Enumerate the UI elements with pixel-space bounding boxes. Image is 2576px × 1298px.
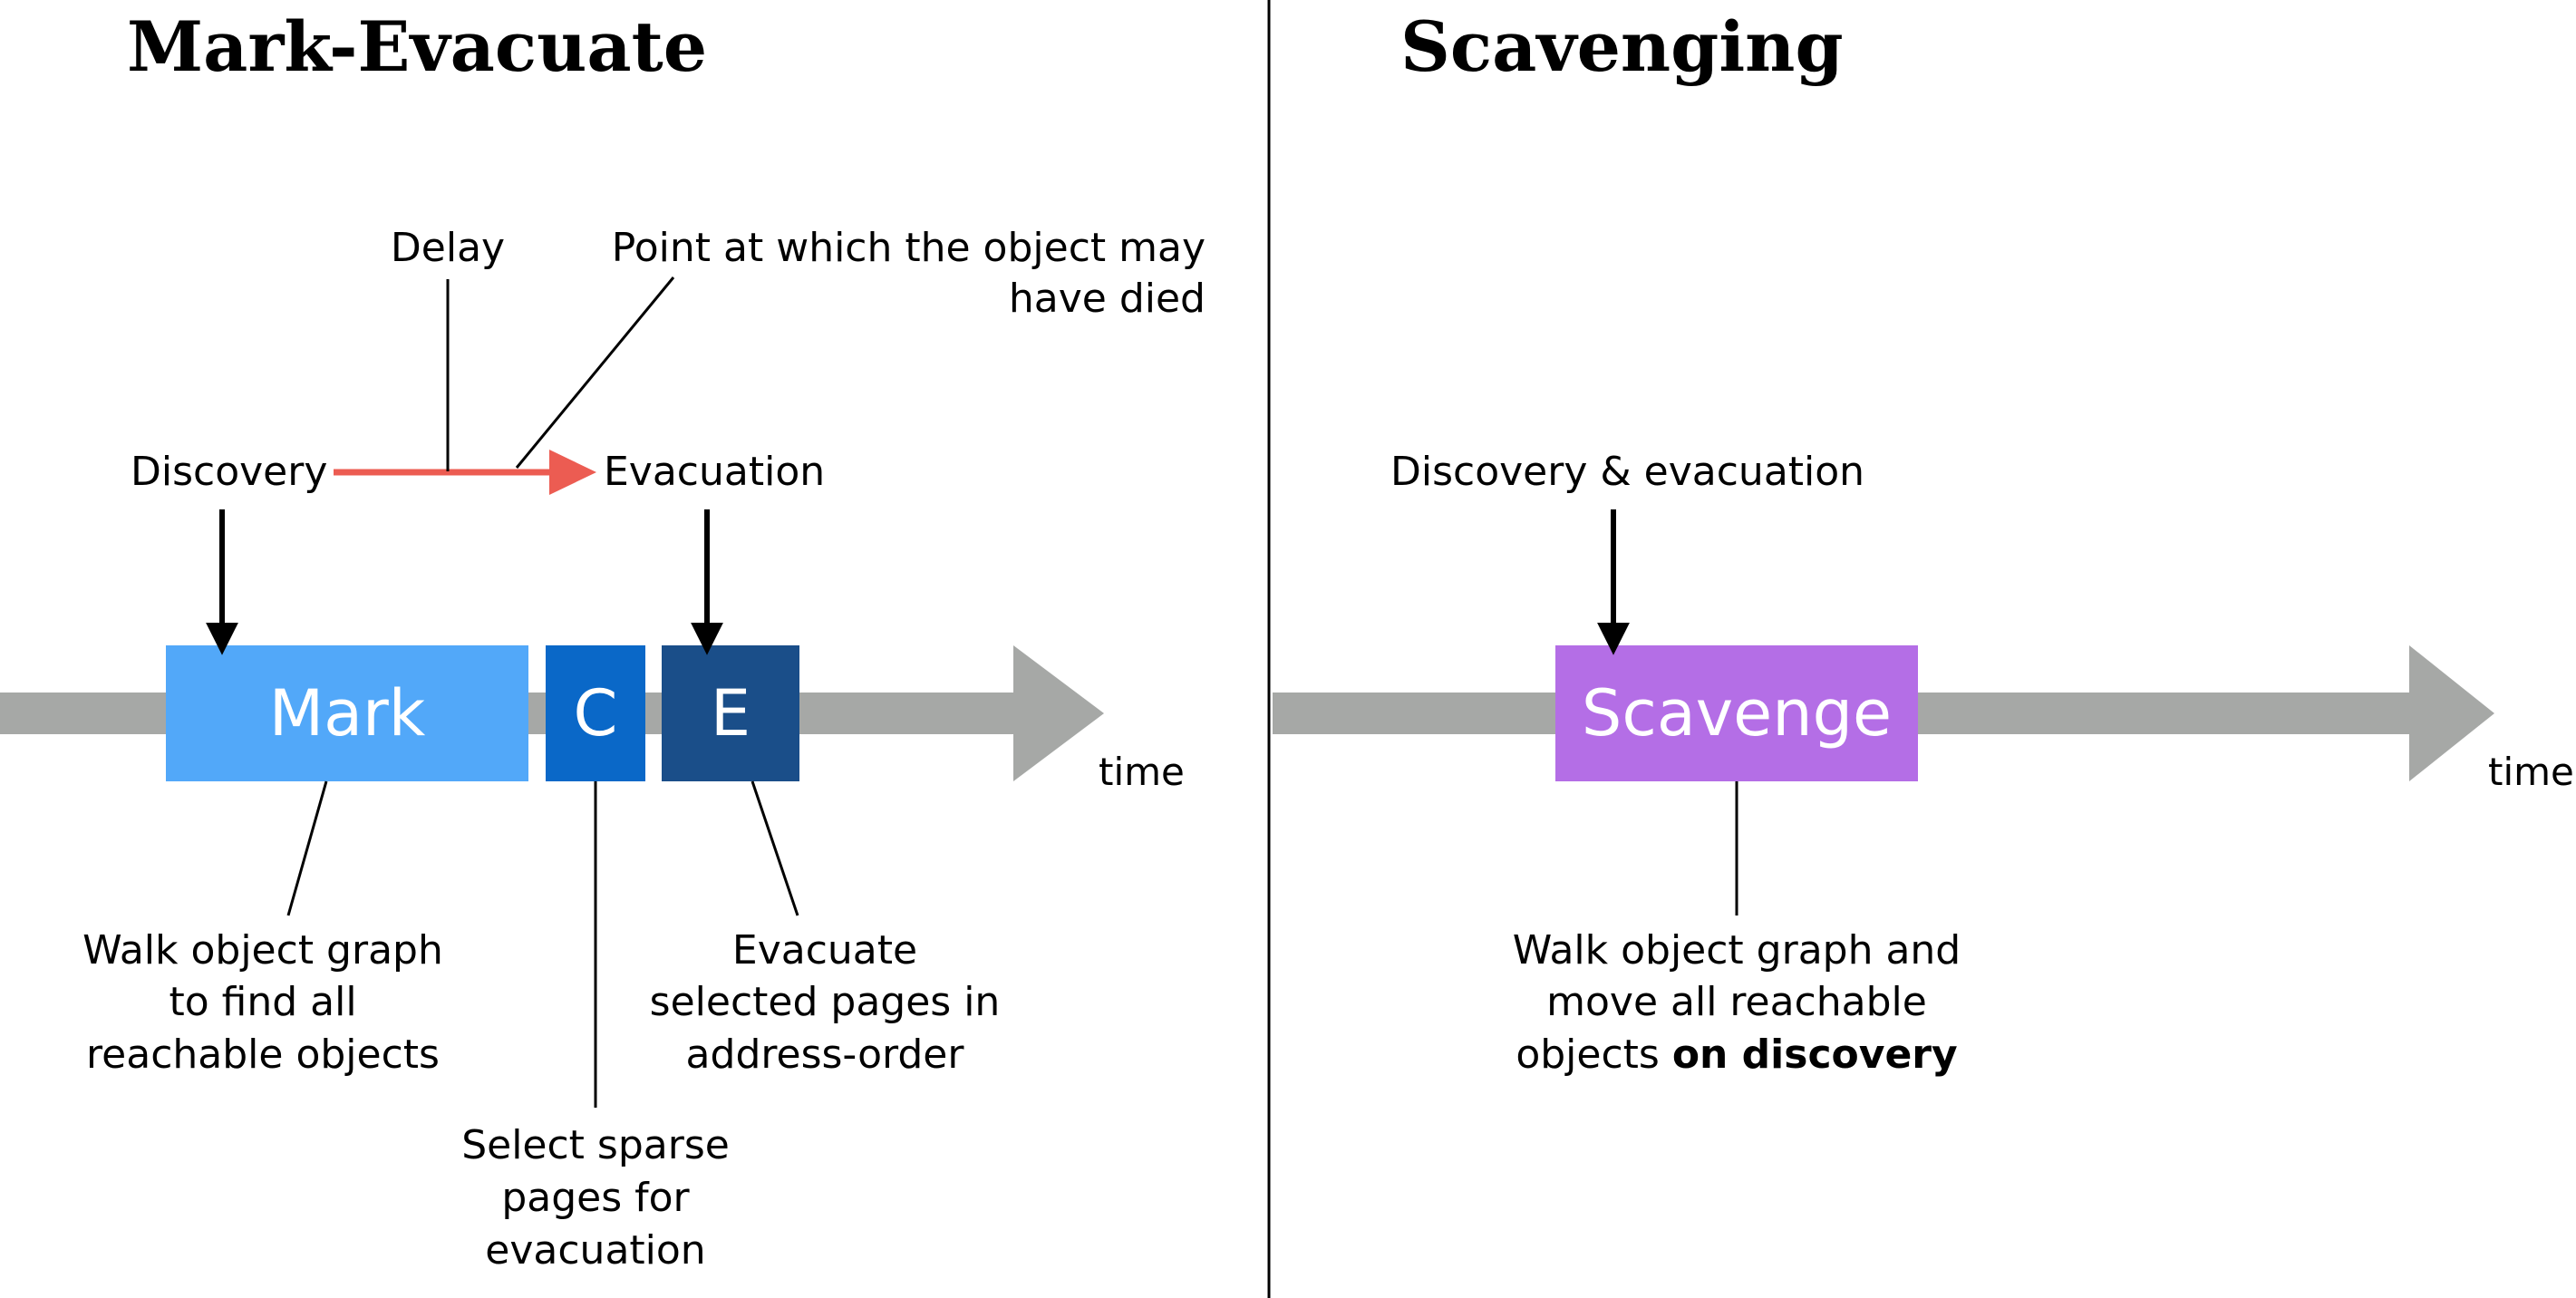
e-note-line-1: Evacuate [732, 927, 917, 973]
time-label: time [2488, 750, 2574, 794]
panel-title: Mark-Evacuate [127, 6, 707, 87]
c-phase-box [546, 645, 645, 781]
e-note-line-3: address-order [686, 1032, 965, 1078]
c-note-line-3: evacuation [485, 1227, 705, 1274]
mark-note-line-1: Walk object graph [82, 927, 443, 973]
e-note-line-2: selected pages in [650, 979, 1001, 1025]
scavenge-phase-box [1555, 645, 1918, 781]
mark-note-line-2: to find all [169, 979, 356, 1025]
time-label: time [1099, 750, 1185, 794]
mark-note-line-3: reachable objects [86, 1032, 440, 1078]
scavenge-note-prefix: objects [1516, 1032, 1672, 1078]
scavenge-note-line-3: objects on discovery [1516, 1032, 1957, 1078]
mark-evacuate-panel: Mark-Evacuate time Mark C E Discovery Ev… [0, 6, 1206, 1274]
death-point-callout-line [515, 276, 675, 469]
e-note-line [751, 780, 799, 916]
mark-note: Walk object graph to find all reachable … [82, 927, 443, 1078]
c-phase-label: C [574, 676, 618, 751]
delay-arrowhead [549, 450, 596, 495]
death-point-label-line2: have died [1009, 276, 1206, 322]
death-point-label-line1: Point at which the object may [612, 225, 1206, 271]
timeline-arrowhead [2409, 645, 2494, 781]
scavenge-note-emphasis: on discovery [1672, 1032, 1958, 1078]
e-note: Evacuate selected pages in address-order [650, 927, 1001, 1078]
discovery-evacuation-label: Discovery & evacuation [1390, 449, 1864, 495]
c-note: Select sparse pages for evacuation [461, 1122, 730, 1274]
scavenge-note: Walk object graph and move all reachable… [1513, 927, 1961, 1078]
mark-phase-label: Mark [269, 676, 426, 751]
scavenge-phase-label: Scavenge [1582, 676, 1892, 751]
panel-title: Scavenging [1400, 6, 1844, 87]
scavenging-panel: Scavenging time Scavenge Discovery & eva… [1273, 6, 2574, 1078]
e-phase-label: E [711, 676, 751, 751]
scavenge-note-line-2: move all reachable [1546, 979, 1927, 1025]
delay-label: Delay [391, 225, 505, 271]
evacuation-label: Evacuation [604, 449, 825, 495]
c-note-line-1: Select sparse [461, 1122, 730, 1168]
c-note-line-2: pages for [501, 1175, 690, 1221]
scavenge-note-line-1: Walk object graph and [1513, 927, 1961, 973]
mark-phase-box [166, 645, 528, 781]
discovery-label: Discovery [131, 449, 327, 495]
mark-note-line [286, 780, 328, 916]
timeline-arrowhead [1013, 645, 1104, 781]
e-phase-box [662, 645, 799, 781]
